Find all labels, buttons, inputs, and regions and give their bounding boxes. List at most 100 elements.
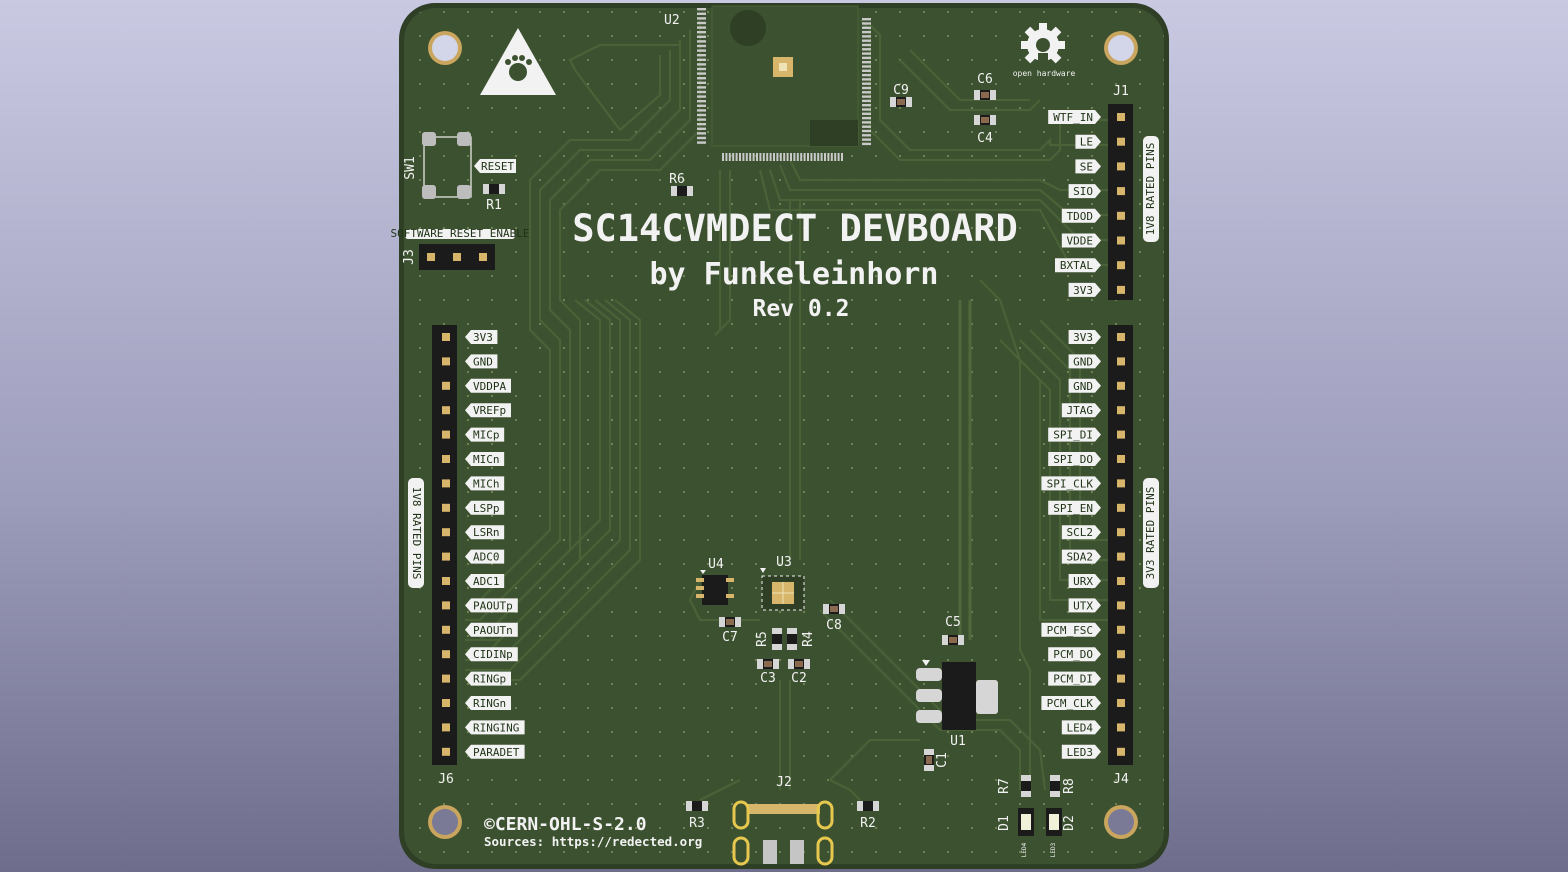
j4-pin[interactable] (1117, 650, 1125, 659)
j4-pin[interactable] (1117, 430, 1125, 439)
j4-pin[interactable] (1117, 455, 1125, 463)
j2-designator: J2 (776, 775, 792, 790)
j6-pin[interactable] (442, 552, 450, 561)
j1-pin[interactable] (1117, 113, 1125, 121)
j4-label-tag-spi-en-7: SPI_EN (1048, 500, 1101, 515)
c6-designator: C6 (977, 72, 993, 87)
j1-pin[interactable] (1117, 261, 1125, 270)
j4-pin-label: SPI_CLK (1047, 477, 1094, 490)
j1-pin[interactable] (1117, 211, 1125, 220)
c9-designator: C9 (893, 83, 909, 98)
j6-pin[interactable] (442, 723, 450, 732)
j6-pin[interactable] (442, 357, 450, 366)
u2-pad (697, 109, 706, 112)
c5-designator: C5 (945, 615, 961, 630)
j6-pin[interactable] (442, 479, 450, 488)
j6-pin[interactable] (442, 528, 450, 537)
u2-pad (697, 21, 706, 25)
j6-header (432, 325, 457, 765)
u2-pad (862, 43, 871, 47)
j6-pin[interactable] (442, 747, 450, 756)
j6-pin[interactable] (442, 601, 450, 610)
j4-label-tag-led3-17: LED3 (1061, 744, 1101, 759)
j4-pin-label: PCM_FSC (1047, 624, 1093, 637)
u4-designator: U4 (708, 557, 724, 572)
j1-pin[interactable] (1117, 236, 1125, 245)
j4-pin[interactable] (1117, 357, 1125, 366)
u2-pad (862, 61, 871, 64)
j4-pin[interactable] (1117, 552, 1125, 561)
j2-usb-connector[interactable] (732, 800, 834, 866)
u2-pad (834, 153, 837, 161)
u2-designator: U2 (664, 13, 680, 28)
j6-rating: 1V8 RATED PINS (410, 487, 423, 580)
u2-pad (735, 153, 738, 161)
j6-pin-label: VREFp (473, 404, 506, 417)
j4-pin[interactable] (1117, 674, 1125, 683)
u2-pad (779, 153, 782, 161)
j4-pin[interactable] (1117, 528, 1125, 537)
u2-pad (862, 22, 871, 25)
j4-pin[interactable] (1117, 747, 1125, 756)
j6-pin[interactable] (442, 674, 450, 683)
j4-pin[interactable] (1117, 333, 1125, 341)
r8-component (1050, 775, 1060, 797)
u2-pad (697, 17, 706, 20)
j4-label-tag-pcm-do-13: PCM_DO (1048, 647, 1101, 662)
j6-pin[interactable] (442, 381, 450, 390)
j4-designator: J4 (1113, 772, 1129, 787)
j6-label-tag-micn-5: MICn (465, 452, 505, 466)
j6-pin[interactable] (442, 430, 450, 439)
j6-pin-label: LSPp (473, 502, 500, 515)
j4-pin[interactable] (1117, 503, 1125, 512)
j6-label-tag-mich-6: MICh (465, 476, 505, 491)
j1-pin[interactable] (1117, 162, 1125, 171)
r3-designator: R3 (689, 816, 705, 831)
u2-pad (862, 18, 871, 21)
u2-pad (841, 153, 843, 161)
j1-pin[interactable] (1117, 187, 1125, 196)
j6-pin[interactable] (442, 333, 450, 341)
u2-pad (725, 153, 728, 161)
r1-component (483, 184, 505, 194)
j4-pin[interactable] (1117, 406, 1125, 415)
j6-pin-label: LSRn (473, 526, 500, 539)
j1-label-tag-tdod-4: TDOD (1061, 208, 1101, 223)
r5-component (772, 628, 782, 650)
j6-pin[interactable] (442, 577, 450, 585)
j6-pin[interactable] (442, 625, 450, 634)
u2-pad (862, 69, 871, 72)
j4-pin[interactable] (1117, 625, 1125, 634)
j4-pin[interactable] (1117, 577, 1125, 585)
j1-pin[interactable] (1117, 285, 1125, 294)
j4-pin[interactable] (1117, 723, 1125, 732)
j6-pin[interactable] (442, 503, 450, 512)
u2-pad (697, 127, 706, 130)
c7-designator: C7 (722, 630, 738, 645)
sw1-reset-switch[interactable] (422, 132, 472, 199)
j4-label-tag-spi-di-4: SPI_DI (1048, 427, 1101, 442)
j4-pin-label: PCM_DI (1053, 673, 1093, 686)
j1-pin-label: WTF_IN (1053, 111, 1093, 124)
j6-label-tag-gnd-1: GND (465, 354, 498, 369)
j6-pin[interactable] (442, 455, 450, 463)
u2-pad (862, 78, 871, 81)
u2-pad (697, 123, 706, 126)
j6-pin[interactable] (442, 650, 450, 659)
j3-jumper-header[interactable] (419, 244, 495, 270)
j4-pin[interactable] (1117, 479, 1125, 488)
j4-label-tag-gnd-2: GND (1068, 378, 1101, 393)
j6-pin[interactable] (442, 406, 450, 415)
j4-pin[interactable] (1117, 381, 1125, 390)
c8-designator: C8 (826, 618, 842, 633)
u2-pad (793, 153, 796, 161)
open-hardware-logo-icon (1021, 23, 1065, 67)
j6-pin[interactable] (442, 699, 450, 707)
j4-pin[interactable] (1117, 699, 1125, 707)
j1-pin[interactable] (1117, 137, 1125, 146)
j4-pin[interactable] (1117, 601, 1125, 610)
j4-label-tag-sda2-9: SDA2 (1061, 549, 1101, 564)
d2-led (1046, 808, 1062, 836)
j4-pin-label: SPI_EN (1053, 502, 1093, 515)
